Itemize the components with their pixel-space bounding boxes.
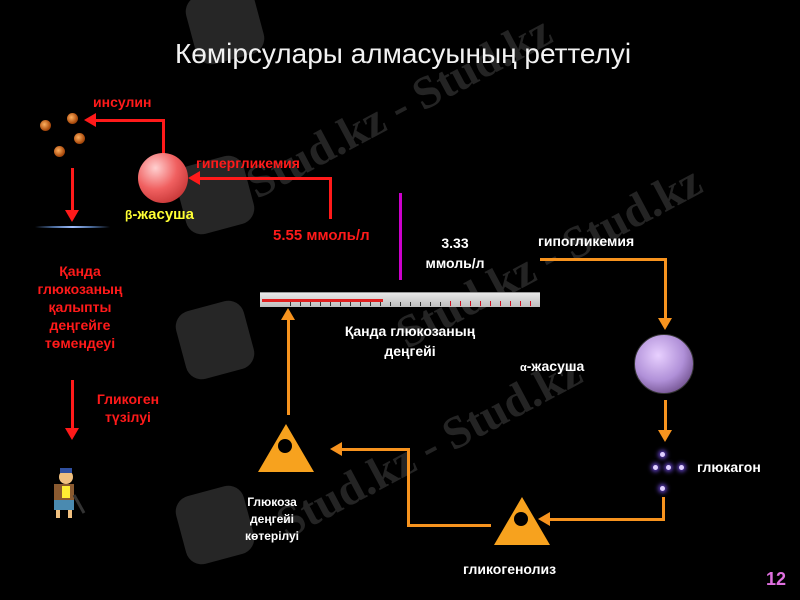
- glucose-level-caption: Қанда глюкозаның деңгейі: [305, 321, 515, 361]
- arrow-head-left-icon: [84, 113, 96, 127]
- scale-ticks: [290, 302, 538, 306]
- text-line: қалыпты: [48, 299, 112, 315]
- arrow-hypo-to-alpha: [664, 258, 667, 318]
- arrow-hypo-to-alpha: [540, 258, 667, 261]
- watermark-logo: [172, 297, 258, 383]
- arrow-to-glycogen: [71, 380, 74, 428]
- glucagon-molecule: [653, 465, 658, 470]
- alpha-cell-label: α-жасуша: [520, 358, 584, 374]
- worker-figure-icon: [514, 512, 528, 526]
- glycogen-formation-text: Гликоген түзілуі: [88, 390, 168, 426]
- arrow-head-left-icon: [330, 442, 342, 456]
- insulin-molecule: [40, 120, 51, 131]
- threshold-low-value: 3.33: [441, 235, 469, 251]
- worker-cartoon-icon: [54, 468, 86, 518]
- scale-ticks-red: [450, 301, 538, 306]
- hyperglycemia-label: гипергликемия: [196, 155, 300, 171]
- glucagon-molecule: [660, 486, 665, 491]
- glucagon-molecule: [679, 465, 684, 470]
- insulin-label: инсулин: [93, 94, 152, 110]
- worker-figure-icon: [278, 439, 292, 453]
- insulin-molecule: [74, 133, 85, 144]
- caption-line: деңгейі: [384, 343, 436, 359]
- arrow-threshold-to-beta: [200, 177, 332, 180]
- alpha-cell: [634, 334, 694, 394]
- beta-cell: [138, 153, 188, 203]
- text-line: көтерілуі: [244, 529, 300, 543]
- insulin-molecule: [54, 146, 65, 157]
- arrow-head-down-icon: [658, 318, 672, 330]
- text-line: деңгейге: [49, 317, 111, 333]
- arrow-insulin-down: [71, 168, 74, 210]
- glucose-rise-text: Глюкоза деңгейі көтерілуі: [230, 494, 314, 545]
- beta-cell-text: -жасуша: [132, 206, 195, 223]
- arrow-beta-to-insulin: [95, 119, 165, 122]
- slide-title: Көмірсулары алмасуының реттелуі: [175, 38, 632, 69]
- arrow-glucagon-to-glycogenolysis: [662, 497, 665, 521]
- text-line: түзілуі: [105, 409, 151, 425]
- hypoglycemia-label: гипогликемия: [538, 233, 635, 249]
- threshold-low-label: 3.33 ммоль/л: [415, 233, 495, 273]
- arrow-glycogenolysis-to-glucose: [342, 448, 410, 451]
- arrow-head-down-icon: [658, 430, 672, 442]
- beta-symbol: β: [125, 208, 133, 222]
- threshold-high-label: 5.55 ммоль/л: [273, 227, 370, 244]
- glucagon-label: глюкагон: [697, 459, 761, 475]
- glycogenolysis-label: гликогенолиз: [463, 561, 557, 577]
- scale-fill: [262, 299, 383, 302]
- arrow-head-up-icon: [281, 308, 295, 320]
- text-line: деңгейі: [250, 512, 294, 526]
- normal-level-text: Қанда глюкозаның қалыпты деңгейге төменд…: [20, 262, 140, 352]
- glucagon-molecule: [666, 465, 671, 470]
- arrow-head-left-icon: [188, 171, 200, 185]
- text-line: глюкозаның: [37, 281, 123, 297]
- arrow-beta-to-insulin: [162, 119, 165, 155]
- caption-line: Қанда глюкозаның: [344, 323, 476, 339]
- arrow-glucose-to-scale: [287, 320, 290, 415]
- text-line: төмендеуі: [44, 335, 116, 351]
- insulin-molecule: [67, 113, 78, 124]
- arrow-head-down-icon: [65, 428, 79, 440]
- text-line: Гликоген: [96, 391, 160, 407]
- alpha-cell-text: -жасуша: [526, 358, 585, 374]
- arrow-head-down-icon: [65, 210, 79, 222]
- page-number: 12: [765, 569, 786, 589]
- threshold-marker: [399, 193, 402, 280]
- arrow-threshold-to-beta: [329, 177, 332, 219]
- text-line: Глюкоза: [247, 495, 297, 509]
- alpha-symbol: α: [520, 362, 527, 374]
- arrow-glycogenolysis-to-glucose: [407, 448, 410, 527]
- threshold-low-unit: ммоль/л: [425, 255, 485, 271]
- cell-membrane: [35, 226, 110, 228]
- arrow-alpha-to-glucagon: [664, 400, 667, 430]
- arrow-glycogenolysis-to-glucose: [409, 524, 491, 527]
- glucagon-molecule: [660, 452, 665, 457]
- glucose-level-scale: [260, 292, 540, 307]
- beta-cell-label: β-жасуша: [125, 206, 194, 223]
- text-line: Қанда: [59, 263, 101, 279]
- arrow-glucagon-to-glycogenolysis: [550, 518, 665, 521]
